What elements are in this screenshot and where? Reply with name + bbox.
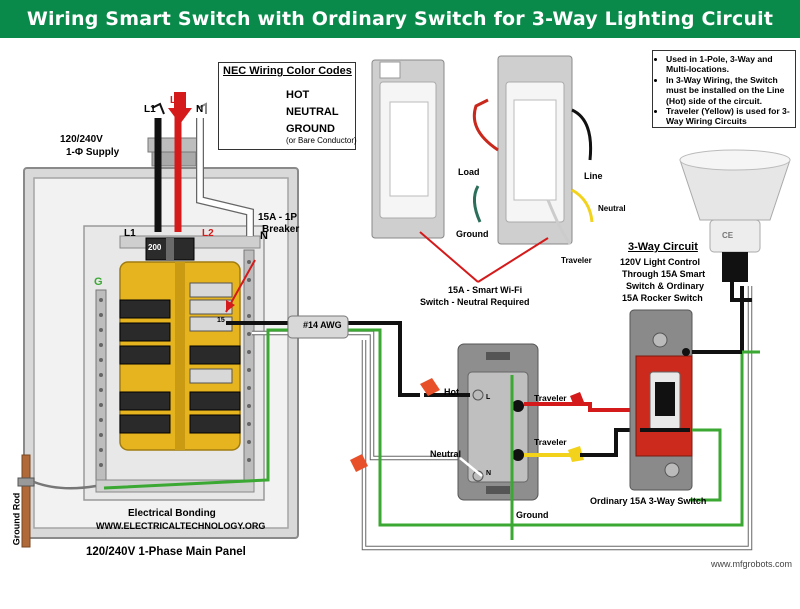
wire-hot-run [226,321,420,397]
neutral-bar [243,249,255,481]
wire-nut-neutral [350,454,368,472]
wire-neutral-supply [197,118,253,236]
branch-breakers [119,299,241,434]
panel-website: WWW.ELECTRICALTECHNOLOGY.ORG [96,521,266,531]
diagram-title: Wiring Smart Switch with Ordinary Switch… [0,0,800,38]
lamp-mark: CE [722,231,734,240]
notes-box: Used in 1-Pole, 3-Way and Multi-location… [652,50,796,128]
legend-ground-note: (or Bare Conductor) [286,136,357,145]
panel-l2: L2 [202,228,214,239]
smart-switch-hot: Hot [444,387,459,397]
photo-arrow-left [419,231,479,283]
smart-switch-neutral: Neutral [430,449,462,459]
ground-rod-label: Ground Rod [11,492,22,546]
smart-switch-traveler-top: Traveler [534,393,567,403]
wire-neutral-lamp [362,286,752,550]
cable-label: #14 AWG [303,320,342,330]
l2-arrow [168,92,192,124]
main-panel [23,167,299,539]
breaker-label-2: Breaker [262,224,300,235]
three-way-switch-device [629,309,693,491]
supply-phase: 1-Φ Supply [66,147,120,158]
supply-l1: L1 [144,104,156,115]
three-way-heading: 3-Way Circuit [628,241,698,253]
breaker-label-1: 15A - 1P [258,212,298,223]
smart-switch-photo [371,59,445,239]
wire-traveler-black [580,428,640,457]
wire-ground-panel [103,475,270,490]
three-way-desc-4: 15A Rocker Switch [622,293,703,303]
three-way-switch-photo [497,55,573,245]
legend-neutral: NEUTRAL [286,106,339,118]
smart-switch-device [457,343,539,501]
three-way-desc-1: 120V Light Control [620,257,701,267]
wire-traveler-red [524,402,632,412]
nec-legend: NEC Wiring Color Codes [218,62,356,150]
three-way-desc-2: Through 15A Smart [622,269,706,279]
note-item: Traveler (Yellow) is used for 3-Way Wiri… [666,106,792,127]
smart-switch-terminal-l: L [486,394,491,401]
supply-voltage: 120/240V [60,134,103,145]
wire-nut-hot [420,378,440,396]
legend-hot: HOT [286,89,310,101]
smart-switch-label-2: Switch - Neutral Required [420,297,530,307]
wiring-drawing [17,55,791,551]
panel-l1: L1 [124,228,136,239]
note-item: In 3-Way Wiring, the Switch must be inst… [666,75,792,106]
panel-bonding: Electrical Bonding [128,508,216,519]
smart-switch-traveler-bottom: Traveler [534,437,567,447]
supply-n: N [196,104,204,115]
photo-ground: Ground [456,229,489,239]
breaker-rating: 15 [217,317,225,324]
supply-l2: L2 [170,95,182,106]
panel-g: G [94,276,103,288]
note-item: Used in 1-Pole, 3-Way and Multi-location… [666,54,792,75]
legend-ground: GROUND [286,123,335,135]
photo-arrow-right [477,237,549,283]
ground-rod [17,454,97,548]
photo-line: Line [584,171,603,181]
lamp [679,149,791,282]
three-way-desc-3: Switch & Ordinary [626,281,705,291]
wire-ground-run [266,286,744,527]
smart-switch-terminal-n: N [486,470,492,477]
panel-caption: 120/240V 1-Phase Main Panel [86,546,246,558]
legend-title: NEC Wiring Color Codes [223,65,352,77]
main-breaker-rating: 200 [148,243,162,252]
three-way-caption: Ordinary 15A 3-Way Switch [590,496,707,506]
photo-load: Load [458,167,480,177]
photo-traveler: Traveler [561,256,592,265]
panel-n: N [260,230,268,242]
credit: www.mfgrobots.com [710,559,792,569]
diagram-canvas: Wiring Smart Switch with Ordinary Switch… [0,0,800,571]
photo-neutral: Neutral [598,204,626,213]
cable-clamp [287,315,349,339]
smart-switch-label-1: 15A - Smart Wi-Fi [448,285,523,295]
smart-switch-ground: Ground [516,510,549,520]
